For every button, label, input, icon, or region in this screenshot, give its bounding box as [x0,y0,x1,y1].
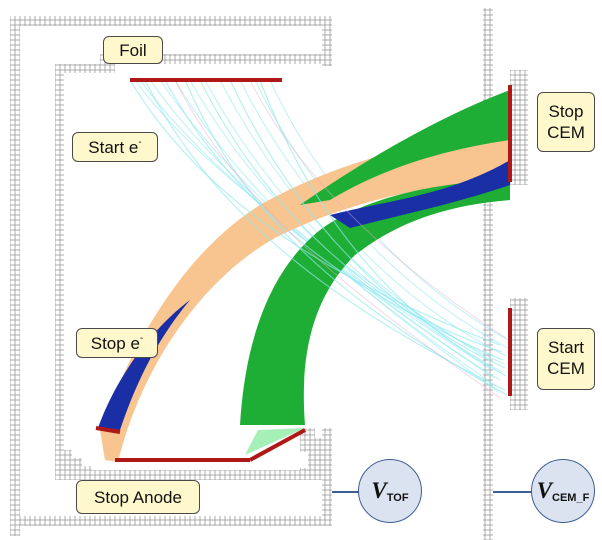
start-e-text: Start e [88,138,139,157]
start-cem-line1: Start [548,338,584,357]
cyan-trajectory-fan-front [129,79,508,396]
stop-cem-housing [510,70,528,185]
stop-e-electrode [95,426,121,434]
blue-band-lower [98,300,190,430]
start-cem-housing [510,298,528,410]
vcem-symbol: V [536,478,553,503]
outer-frame-top [10,16,332,26]
orange-stop-band [100,130,510,462]
anode-side-electrode [249,428,306,462]
electrodes [95,78,512,462]
stop-cem-line1: Stop [548,102,584,121]
outer-frame-left [10,16,20,536]
vtof-subscript: TOF [386,492,409,504]
outer-frame-bottom [10,516,332,526]
right-column [483,8,493,540]
lightgreen-wedge [245,428,305,455]
anode-floor [55,470,330,480]
foil-label: Foil [103,36,163,64]
start-e-superscript: - [138,137,142,149]
chamber-top [55,64,115,73]
pink-trajectories [174,79,507,399]
outer-frame-top-right [322,16,332,66]
stop-e-label: Stop e- [76,328,158,358]
stop-cem-label: Stop CEM [537,92,595,152]
chamber-left [55,64,64,444]
vtof-symbol: V [371,478,387,503]
funnel-left-stairs [55,440,92,475]
right-inner-wall [322,428,332,518]
stop-e-superscript: - [139,333,144,345]
green-band [240,180,510,425]
green-upper-band [300,90,510,205]
vcem-subscript: CEM_F [552,492,590,504]
foil-label-text: Foil [119,41,147,60]
start-cem-line2: CEM [547,359,585,378]
electrode-walls [10,8,528,540]
stop-anode-label: Stop Anode [76,480,200,514]
foil-holder [100,54,332,64]
blue-band-upper [330,160,510,228]
stop-anode-text: Stop Anode [94,488,182,507]
stop-e-text: Stop e [90,334,140,353]
stop-cem-line2: CEM [547,123,585,142]
start-cem-label: Start CEM [537,328,595,390]
start-e-label: Start e- [72,132,158,162]
